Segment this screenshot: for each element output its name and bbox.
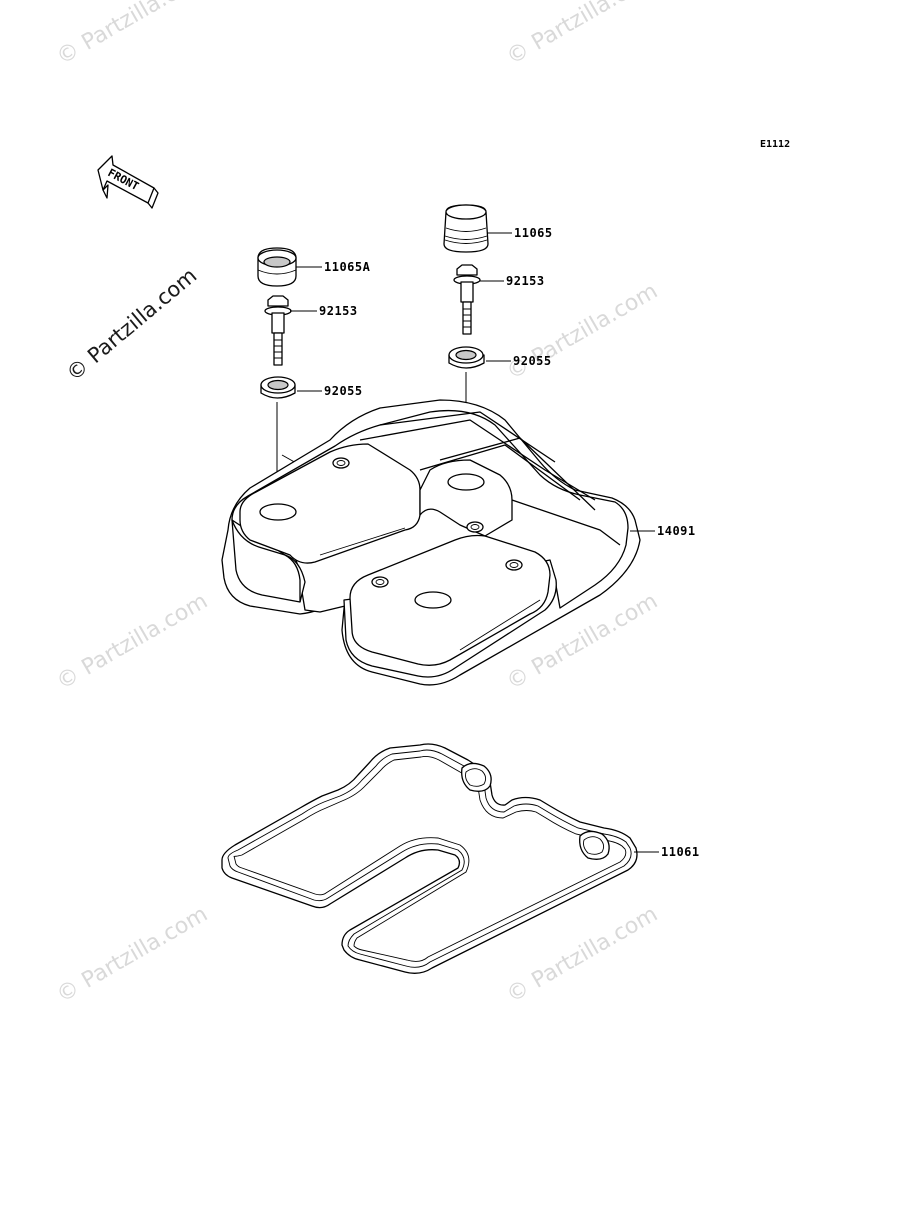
plug-left-icon[interactable]: 11065A bbox=[257, 247, 371, 287]
gasket-icon[interactable]: 11061 bbox=[221, 743, 700, 974]
part-number-label: 92153 bbox=[319, 304, 358, 318]
part-number-label: 92055 bbox=[324, 384, 363, 398]
main-watermark: © Partzilla.com bbox=[62, 263, 202, 386]
part-number-label: 11065 bbox=[514, 226, 553, 240]
watermark: © Partzilla.com bbox=[503, 902, 663, 1009]
bolt-left-icon[interactable]: 92153 bbox=[264, 295, 358, 366]
part-number-label: 11065A bbox=[324, 260, 371, 274]
washer-right-icon[interactable]: 92055 bbox=[448, 346, 552, 369]
watermark: © Partzilla.com bbox=[503, 279, 663, 386]
bolt-right-icon[interactable]: 92153 bbox=[453, 264, 545, 335]
plug-right-icon[interactable]: 11065 bbox=[443, 204, 553, 253]
diagram-code: E1112 bbox=[760, 139, 790, 150]
part-number-label: 11061 bbox=[661, 845, 700, 859]
watermark: © Partzilla.com bbox=[503, 0, 663, 70]
cylinder-head-cover-icon[interactable]: 14091 bbox=[221, 399, 696, 686]
watermark: © Partzilla.com bbox=[53, 0, 213, 70]
part-number-label: 92055 bbox=[513, 354, 552, 368]
part-number-label: 92153 bbox=[506, 274, 545, 288]
front-arrow-icon: FRONT bbox=[97, 155, 159, 209]
watermark: © Partzilla.com bbox=[53, 902, 213, 1009]
part-number-label: 14091 bbox=[657, 524, 696, 538]
washer-left-icon[interactable]: 92055 bbox=[260, 376, 363, 399]
watermark: © Partzilla.com bbox=[53, 589, 213, 696]
